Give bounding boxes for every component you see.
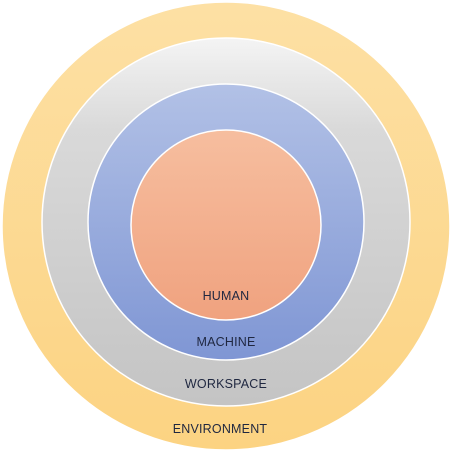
human-label: HUMAN xyxy=(203,289,250,303)
environment-label: ENVIRONMENT xyxy=(173,422,268,436)
machine-label: MACHINE xyxy=(196,335,255,349)
workspace-label: WORKSPACE xyxy=(185,377,267,391)
human-circle xyxy=(130,129,322,321)
